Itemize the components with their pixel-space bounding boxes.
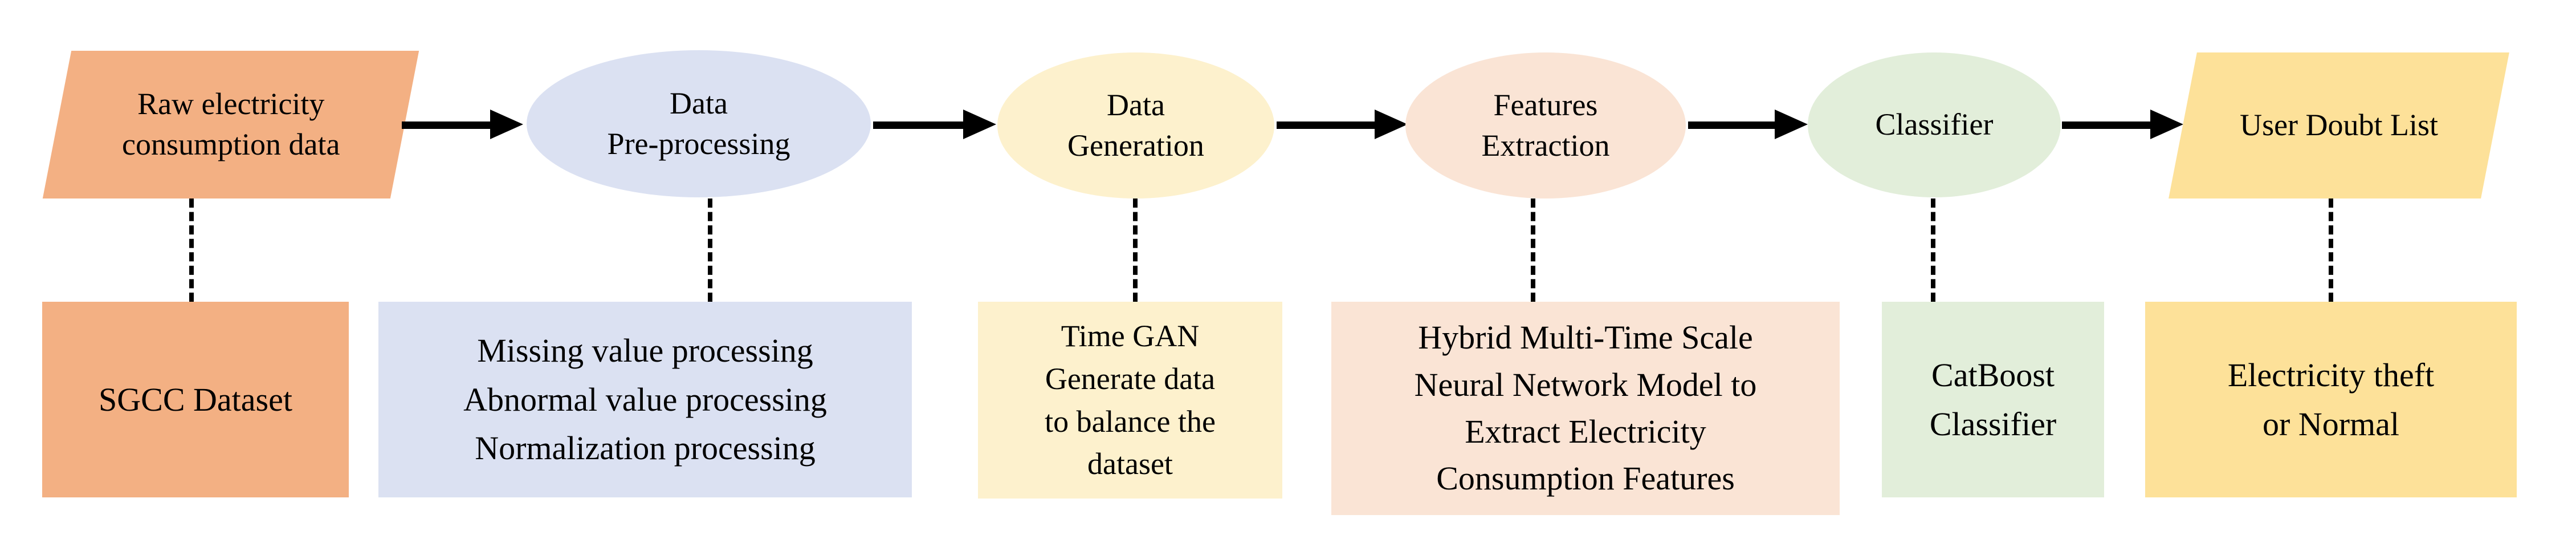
detail-label: Missing value processing Abnormal value … — [463, 331, 827, 467]
arrow-head-icon — [1775, 110, 1808, 139]
stage-label: Raw electricity consumption data — [121, 87, 340, 162]
arrow-shaft — [402, 121, 490, 129]
dashed-connector-features-extraction — [1531, 198, 1535, 302]
dashed-connector-data-generation — [1133, 198, 1138, 302]
arrow-shaft — [873, 121, 963, 129]
detail-label: CatBoost Classifier — [1929, 356, 2057, 443]
dashed-connector-pre-processing — [708, 198, 712, 302]
arrow-head-icon — [490, 110, 523, 139]
stage-raw-electricity-data: Raw electricity consumption data — [42, 51, 419, 198]
detail-label: Electricity theft or Normal — [2227, 356, 2435, 443]
stage-classifier: Classifier — [1808, 52, 2061, 197]
stage-label: Classifier — [1875, 107, 1994, 142]
arrow-head-icon — [2150, 110, 2183, 139]
stage-label: Features Extraction — [1481, 87, 1610, 163]
detail-label: SGCC Dataset — [99, 380, 292, 418]
detail-theft-or-normal: Electricity theft or Normal — [2145, 302, 2517, 497]
stage-data-pre-processing: Data Pre-processing — [527, 50, 871, 197]
detail-sgcc-dataset: SGCC Dataset — [42, 302, 349, 497]
detail-hybrid-neural-network: Hybrid Multi-Time Scale Neural Network M… — [1331, 302, 1840, 515]
stage-label: Data Pre-processing — [607, 86, 790, 161]
arrow-shaft — [1688, 121, 1775, 129]
stage-label: Data Generation — [1067, 87, 1204, 163]
arrow-shaft — [2062, 121, 2150, 129]
detail-label: Time GAN Generate data to balance the da… — [1045, 319, 1216, 481]
stage-data-generation: Data Generation — [997, 52, 1274, 198]
arrow-head-icon — [963, 110, 996, 139]
arrow-head-icon — [1375, 110, 1408, 139]
detail-time-gan: Time GAN Generate data to balance the da… — [978, 302, 1282, 499]
dashed-connector-user-doubt-list — [2329, 198, 2333, 302]
arrow-shaft — [1277, 121, 1375, 129]
stage-features-extraction: Features Extraction — [1405, 52, 1686, 198]
detail-catboost-classifier: CatBoost Classifier — [1882, 302, 2104, 497]
stage-user-doubt-list: User Doubt List — [2169, 52, 2509, 198]
stage-label: User Doubt List — [2240, 108, 2438, 143]
dashed-connector-raw-data — [189, 198, 194, 302]
detail-label: Hybrid Multi-Time Scale Neural Network M… — [1414, 319, 1757, 497]
dashed-connector-classifier — [1931, 198, 1935, 302]
detail-pre-processing-steps: Missing value processing Abnormal value … — [378, 302, 912, 497]
